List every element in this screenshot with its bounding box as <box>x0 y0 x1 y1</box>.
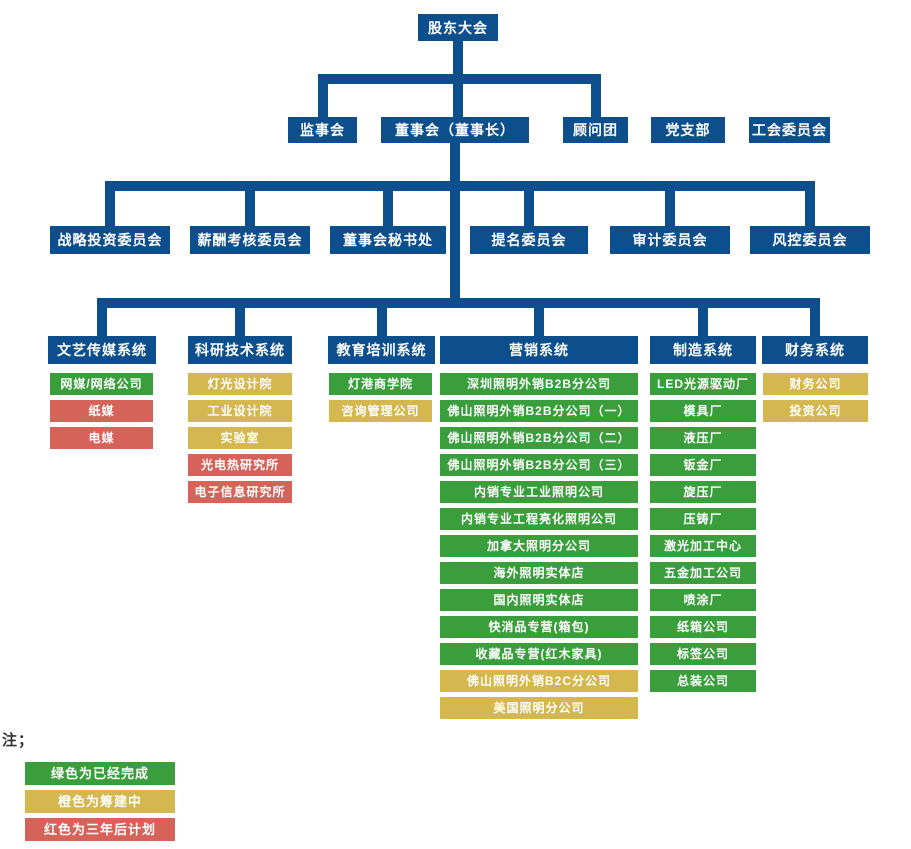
governance-node: 董事会（董事长） <box>381 117 529 143</box>
org-unit-node: 佛山照明外销B2B分公司（一） <box>440 400 638 422</box>
org-unit-node: 佛山照明外销B2B分公司（二） <box>440 427 638 449</box>
org-unit-node: 纸箱公司 <box>650 616 756 638</box>
system-header-node: 文艺传媒系统 <box>48 336 156 364</box>
org-unit-node: 压铸厂 <box>650 508 756 530</box>
org-unit-node: 佛山照明外销B2B分公司（三） <box>440 454 638 476</box>
committee-node: 战略投资委员会 <box>50 226 170 254</box>
org-unit-node: 电子信息研究所 <box>188 481 292 503</box>
connector-line <box>105 181 815 191</box>
system-header-node: 教育培训系统 <box>328 336 435 364</box>
governance-node: 工会委员会 <box>749 117 830 143</box>
system-header-node: 制造系统 <box>650 336 756 364</box>
connector-line <box>376 298 387 336</box>
connector-line <box>97 298 107 336</box>
governance-node: 监事会 <box>288 117 357 143</box>
connector-line <box>97 298 820 308</box>
legend-item: 绿色为已经完成 <box>25 762 175 785</box>
org-unit-node: 咨询管理公司 <box>329 400 432 422</box>
org-unit-node: 投资公司 <box>763 400 868 422</box>
org-unit-node: 标签公司 <box>650 643 756 665</box>
connector-line <box>450 143 460 308</box>
system-header-node: 财务系统 <box>762 336 868 364</box>
org-unit-node: 模具厂 <box>650 400 756 422</box>
connector-line <box>105 181 115 226</box>
committee-node: 董事会秘书处 <box>330 226 446 254</box>
connector-line <box>453 41 463 117</box>
legend-item: 红色为三年后计划 <box>25 818 175 841</box>
org-unit-node: LED光源驱动厂 <box>650 373 756 395</box>
org-unit-node: 工业设计院 <box>188 400 292 422</box>
governance-node: 顾问团 <box>563 117 628 143</box>
org-unit-node: 美国照明分公司 <box>440 697 638 719</box>
connector-line <box>524 181 534 226</box>
connector-line <box>590 74 601 117</box>
org-unit-node: 五金加工公司 <box>650 562 756 584</box>
legend-item: 橙色为筹建中 <box>25 790 175 813</box>
connector-line <box>317 74 328 117</box>
org-unit-node: 液压厂 <box>650 427 756 449</box>
org-unit-node: 网媒/网络公司 <box>50 373 153 395</box>
org-unit-node: 光电热研究所 <box>188 454 292 476</box>
committee-node: 审计委员会 <box>610 226 730 254</box>
connector-line <box>534 298 544 336</box>
org-unit-node: 灯光设计院 <box>188 373 292 395</box>
org-unit-node: 总装公司 <box>650 670 756 692</box>
connector-line <box>245 181 255 226</box>
legend-note: 注； <box>2 732 35 749</box>
connector-line <box>698 298 708 336</box>
org-unit-node: 收藏品专营(红木家具) <box>440 643 638 665</box>
committee-node: 提名委员会 <box>470 226 588 254</box>
org-unit-node: 佛山照明外销B2C分公司 <box>440 670 638 692</box>
org-unit-node: 加拿大照明分公司 <box>440 535 638 557</box>
system-header-node: 营销系统 <box>440 336 638 364</box>
connector-line <box>235 298 245 336</box>
org-unit-node: 深圳照明外销B2B分公司 <box>440 373 638 395</box>
system-header-node: 科研技术系统 <box>188 336 292 364</box>
org-unit-node: 内销专业工业照明公司 <box>440 481 638 503</box>
org-unit-node: 激光加工中心 <box>650 535 756 557</box>
governance-node: 党支部 <box>651 117 725 143</box>
committee-node: 薪酬考核委员会 <box>190 226 310 254</box>
org-unit-node: 喷涂厂 <box>650 589 756 611</box>
committee-node: 风控委员会 <box>750 226 870 254</box>
org-unit-node: 快消品专营(箱包) <box>440 616 638 638</box>
connector-line <box>810 298 820 336</box>
connector-line <box>383 181 393 226</box>
org-unit-node: 电媒 <box>50 427 153 449</box>
org-unit-node: 国内照明实体店 <box>440 589 638 611</box>
org-unit-node: 海外照明实体店 <box>440 562 638 584</box>
connector-line <box>665 181 675 226</box>
org-unit-node: 旋压厂 <box>650 481 756 503</box>
org-unit-node: 内销专业工程亮化照明公司 <box>440 508 638 530</box>
root-node: 股东大会 <box>418 14 498 41</box>
connector-line <box>805 181 815 226</box>
org-unit-node: 钣金厂 <box>650 454 756 476</box>
org-unit-node: 财务公司 <box>763 373 868 395</box>
org-unit-node: 纸媒 <box>50 400 153 422</box>
org-unit-node: 灯港商学院 <box>329 373 432 395</box>
org-unit-node: 实验室 <box>188 427 292 449</box>
